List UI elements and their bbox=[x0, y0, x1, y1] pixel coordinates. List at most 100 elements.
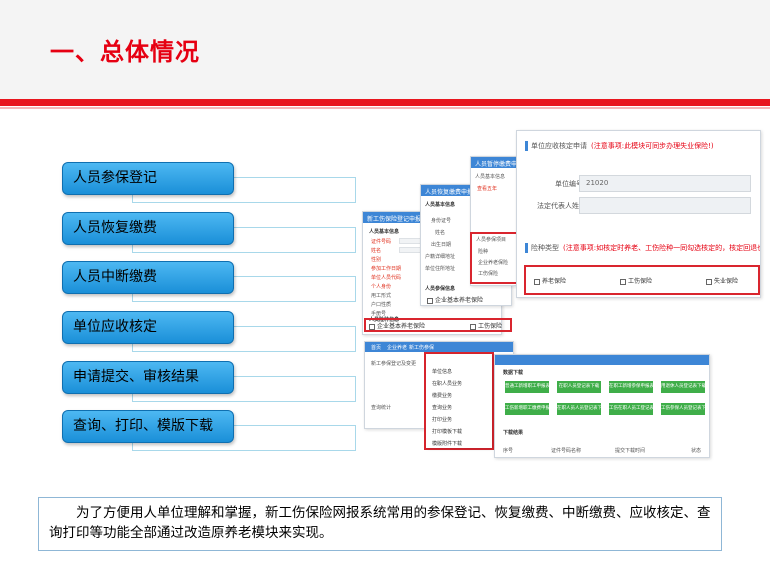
nav-dropdown-item[interactable]: 缴费业务 bbox=[432, 393, 453, 399]
title-divider-pink bbox=[0, 107, 770, 109]
download-screenshot: 数据下载 普通工新增职工申报表下载 在职人员登记表下载 在职工新增参保申报表下载… bbox=[494, 354, 710, 458]
registration-field-label: 证件号码 bbox=[371, 239, 392, 245]
nav-dropdown-item[interactable]: 查询业务 bbox=[432, 405, 453, 411]
registration-field-label: 用工形式 bbox=[371, 293, 392, 299]
nav-dropdown-item[interactable]: 打印模板下载 bbox=[432, 429, 463, 435]
resume-insured-title: 人员参保信息 bbox=[425, 286, 456, 292]
unit-code-input[interactable]: 21020 bbox=[579, 175, 751, 192]
suspend-header: 人员暂停缴费申报 bbox=[471, 157, 521, 177]
suspend-section-title: 人员基本信息 bbox=[475, 174, 506, 180]
download-nav-bar bbox=[495, 355, 709, 365]
assessment-note: (注意事项:此模块可同步办理失业保险!) bbox=[591, 142, 714, 150]
registration-injury-checkbox[interactable]: 工伤保险 bbox=[470, 321, 502, 330]
unemployment-checkbox-label: 失业保险 bbox=[714, 278, 739, 285]
resume-field-label: 出生日期 bbox=[431, 242, 452, 248]
registration-highlight bbox=[364, 318, 512, 332]
unit-code-label: 单位编号 bbox=[555, 180, 583, 188]
registration-section-title: 人员基本信息 bbox=[369, 229, 400, 235]
nav-dropdown-item[interactable]: 单位信息 bbox=[432, 369, 453, 375]
resume-section-title: 人员基本信息 bbox=[425, 202, 456, 208]
checkbox-icon bbox=[620, 278, 626, 285]
menu-item-label: 人员恢复缴费 bbox=[62, 212, 234, 245]
registration-injury-label: 工伤保险 bbox=[478, 323, 503, 330]
registration-field-label: 性别 bbox=[371, 257, 382, 263]
pension-checkbox-label: 养老保险 bbox=[542, 278, 567, 285]
unemployment-checkbox[interactable]: 失业保险 bbox=[706, 276, 738, 285]
description-box: 为了方便用人单位理解和掌握，新工伤保险网报系统常用的参保登记、恢复缴费、中断缴费… bbox=[38, 497, 722, 551]
download-button[interactable]: 工伤在职人员工登记表下载 bbox=[609, 403, 653, 415]
resume-header: 人员恢复缴费申报 bbox=[421, 185, 511, 196]
insurance-note: (注意事项:如核定时养老、工伤险种一同勾选核定的，核定回退也需一 bbox=[563, 244, 761, 252]
menu-item-resume[interactable]: 人员恢复缴费 bbox=[62, 212, 356, 253]
registration-field-label: 单位人员代码 bbox=[371, 275, 402, 281]
assessment-section-title: 单位应收核定申请 bbox=[531, 142, 587, 150]
menu-item-register[interactable]: 人员参保登记 bbox=[62, 162, 356, 203]
download-button[interactable]: 在职工新增参保申报表下载 bbox=[609, 381, 653, 393]
injury-checkbox[interactable]: 工伤保险 bbox=[620, 276, 652, 285]
registration-pension-label: 企业基本养老保险 bbox=[377, 323, 426, 330]
download-column-header: 序号 bbox=[503, 448, 514, 454]
resume-field-label: 单位住所地址 bbox=[425, 266, 456, 272]
download-button[interactable]: 工伤新增职工缴费申报下载 bbox=[505, 403, 549, 415]
download-button[interactable]: 在职人员登记表下载 bbox=[557, 381, 601, 393]
registration-insurance-title: 人员险种信息 bbox=[369, 317, 400, 323]
assessment-screenshot: 单位应收核定申请 (注意事项:此模块可同步办理失业保险!) 单位编号 21020… bbox=[516, 130, 761, 298]
nav-item-home[interactable]: 首页 bbox=[371, 345, 382, 351]
title-divider-red bbox=[0, 99, 770, 106]
insurance-type-highlight bbox=[524, 265, 760, 295]
checkbox-icon bbox=[470, 323, 476, 330]
suspend-option[interactable]: 企业养老保险 bbox=[478, 260, 509, 266]
pension-checkbox[interactable]: 养老保险 bbox=[534, 276, 566, 285]
suspend-option[interactable]: 险种 bbox=[478, 249, 489, 255]
download-button[interactable]: 普通工新增职工申报表下载 bbox=[505, 381, 549, 393]
menu-item-submit[interactable]: 申请提交、审核结果 bbox=[62, 361, 356, 402]
slide-title: 一、总体情况 bbox=[50, 38, 200, 66]
suspend-screenshot: 人员暂停缴费申报 人员基本信息 查看五年 bbox=[470, 156, 522, 286]
nav-query-title: 查询统计 bbox=[371, 405, 392, 411]
registration-pension-checkbox[interactable]: 企业基本养老保险 bbox=[369, 321, 425, 330]
menu-item-label: 查询、打印、模版下载 bbox=[62, 410, 234, 443]
download-column-header: 提交下载时间 bbox=[615, 448, 646, 454]
injury-checkbox-label: 工伤保险 bbox=[628, 278, 653, 285]
menu-item-suspend[interactable]: 人员中断缴费 bbox=[62, 261, 356, 302]
registration-field-label: 个人身份 bbox=[371, 284, 392, 290]
legal-rep-input[interactable] bbox=[579, 197, 751, 214]
title-band bbox=[0, 0, 770, 100]
menu-item-assess[interactable]: 单位应收核定 bbox=[62, 311, 356, 352]
registration-field-label: 手册号 bbox=[371, 311, 387, 317]
suspend-dropdown-title: 人员参保项目 bbox=[476, 237, 507, 243]
insurance-section-title: 险种类型 bbox=[531, 244, 559, 252]
suspend-note: 查看五年 bbox=[477, 186, 498, 192]
download-column-header: 证件号码名称 bbox=[551, 448, 582, 454]
download-button[interactable]: 在职人员人员登记表下载 bbox=[557, 403, 601, 415]
legal-rep-label: 法定代表人姓名 bbox=[537, 202, 586, 210]
checkbox-icon bbox=[534, 278, 540, 285]
nav-dropdown: 单位信息 在职人员业务 缴费业务 查询业务 打印业务 打印模板下载 模版附件下载 bbox=[426, 354, 492, 448]
resume-field-label: 户籍详细地址 bbox=[425, 254, 456, 260]
nav-dropdown-item[interactable]: 打印业务 bbox=[432, 417, 453, 423]
nav-dropdown-item[interactable]: 在职人员业务 bbox=[432, 381, 463, 387]
checkbox-icon bbox=[369, 323, 375, 330]
assessment-section-marker bbox=[525, 141, 528, 151]
suspend-option[interactable]: 工伤保险 bbox=[478, 271, 499, 277]
menu-item-label: 申请提交、审核结果 bbox=[62, 361, 234, 394]
download-button[interactable]: 用退休人员登记表下载 bbox=[661, 381, 705, 393]
nav-dropdown-item[interactable]: 模版附件下载 bbox=[432, 441, 463, 447]
checkbox-icon bbox=[427, 297, 433, 304]
resume-field-label: 姓名 bbox=[435, 230, 446, 236]
menu-item-query[interactable]: 查询、打印、模版下载 bbox=[62, 410, 356, 451]
menu-item-label: 人员参保登记 bbox=[62, 162, 234, 195]
menu-item-label: 单位应收核定 bbox=[62, 311, 234, 344]
nav-item-injury[interactable]: 新工伤参保 bbox=[409, 345, 435, 351]
nav-item-pension[interactable]: 企业养老 bbox=[387, 345, 408, 351]
download-list-title: 下载结果 bbox=[503, 430, 524, 436]
resume-pension-checkbox[interactable]: 企业基本养老保险 bbox=[427, 295, 483, 304]
registration-field-label: 参加工作日期 bbox=[371, 266, 402, 272]
nav-side-title: 新工参保登记及变更 bbox=[371, 361, 417, 367]
resume-field-label: 身份证号 bbox=[431, 218, 452, 224]
insurance-section-marker bbox=[525, 243, 528, 253]
registration-field-label: 姓名 bbox=[371, 248, 382, 254]
nav-bar bbox=[365, 342, 513, 352]
menu-item-label: 人员中断缴费 bbox=[62, 261, 234, 294]
